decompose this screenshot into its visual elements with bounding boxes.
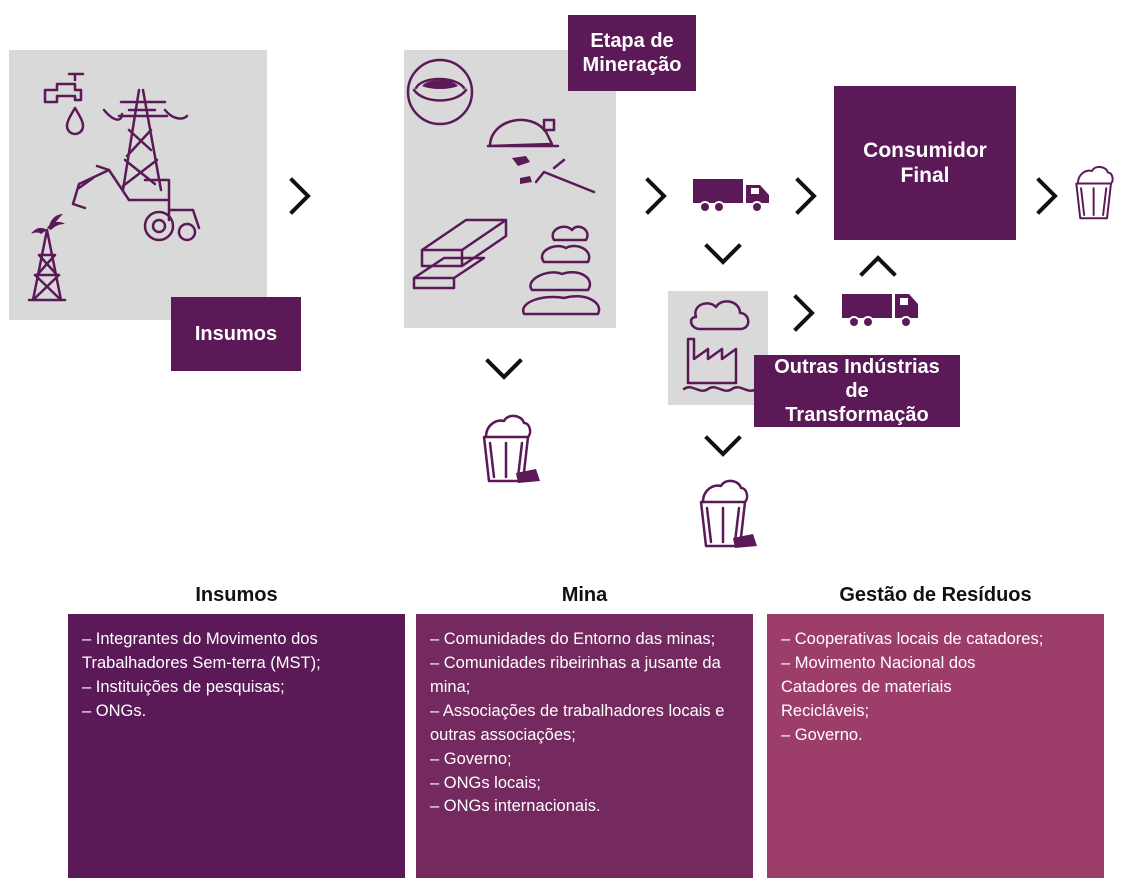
mineracao-icons — [406, 58, 601, 316]
chevron-up-icon — [859, 255, 897, 277]
column-title-mina: Mina — [561, 584, 608, 606]
rock-pile-icon — [521, 225, 601, 316]
miner-helmet-icon — [486, 118, 560, 148]
column-box-insumos: – Integrantes do Movimento dos Trabalhad… — [68, 614, 405, 878]
list-item: – ONGs locais; — [430, 773, 541, 792]
factory-icon — [682, 300, 758, 392]
insumos-label: Insumos — [171, 297, 301, 371]
list-item: – Instituições de pesquisas; — [82, 677, 285, 696]
pickaxe-icon — [512, 156, 596, 194]
list-item: – Cooperativas locais de catadores; — [781, 630, 1044, 648]
power-tower-icon — [102, 88, 189, 192]
column-title-insumos: Insumos — [195, 584, 278, 606]
chevron-down-icon — [704, 243, 742, 265]
list-item: – Governo. — [781, 725, 863, 744]
mineracao-label: Etapa de Mineração — [568, 15, 696, 91]
chevron-right-icon — [793, 294, 815, 332]
column-box-mina: – Comunidades do Entorno das minas; – Co… — [416, 614, 753, 878]
chevron-down-icon — [704, 435, 742, 457]
chevron-down-icon — [485, 358, 523, 380]
list-item: – Movimento Nacional dos Catadores de ma… — [781, 653, 976, 720]
insumos-icons — [27, 72, 201, 302]
chevron-right-icon — [289, 177, 311, 215]
list-item: – ONGs. — [82, 701, 147, 720]
chevron-right-icon — [795, 177, 817, 215]
mineracao-panel — [404, 50, 616, 328]
trash-bin-icon — [482, 414, 540, 483]
outras-label: Outras Indústrias de Transformação — [754, 355, 960, 427]
oil-derrick-icon — [27, 214, 67, 302]
list-item: – Associações de trabalhadores locais e … — [430, 701, 725, 744]
ore-pan-icon — [406, 58, 474, 126]
list-item: – ONGs internacionais. — [430, 797, 601, 816]
column-title-gestao: Gestão de Resíduos — [839, 584, 1032, 606]
list-item: – Integrantes do Movimento dos Trabalhad… — [82, 630, 321, 672]
list-item: – Comunidades ribeirinhas a jusante da m… — [430, 653, 721, 696]
faucet-icon — [43, 72, 85, 136]
list-item: – Governo; — [430, 749, 512, 768]
chevron-right-icon — [645, 177, 667, 215]
trash-bin-icon — [1075, 166, 1114, 220]
consumidor-label: Consumidor Final — [834, 86, 1016, 240]
factory-panel — [668, 291, 768, 405]
list-item: – Comunidades do Entorno das minas; — [430, 630, 716, 648]
column-box-gestao: – Cooperativas locais de catadores; – Mo… — [767, 614, 1104, 878]
backhoe-icon — [71, 164, 201, 242]
truck-icon — [693, 179, 769, 213]
trash-bin-icon — [699, 479, 757, 548]
chevron-right-icon — [1036, 177, 1058, 215]
truck-icon — [842, 294, 918, 328]
gold-bars-icon — [412, 218, 508, 290]
